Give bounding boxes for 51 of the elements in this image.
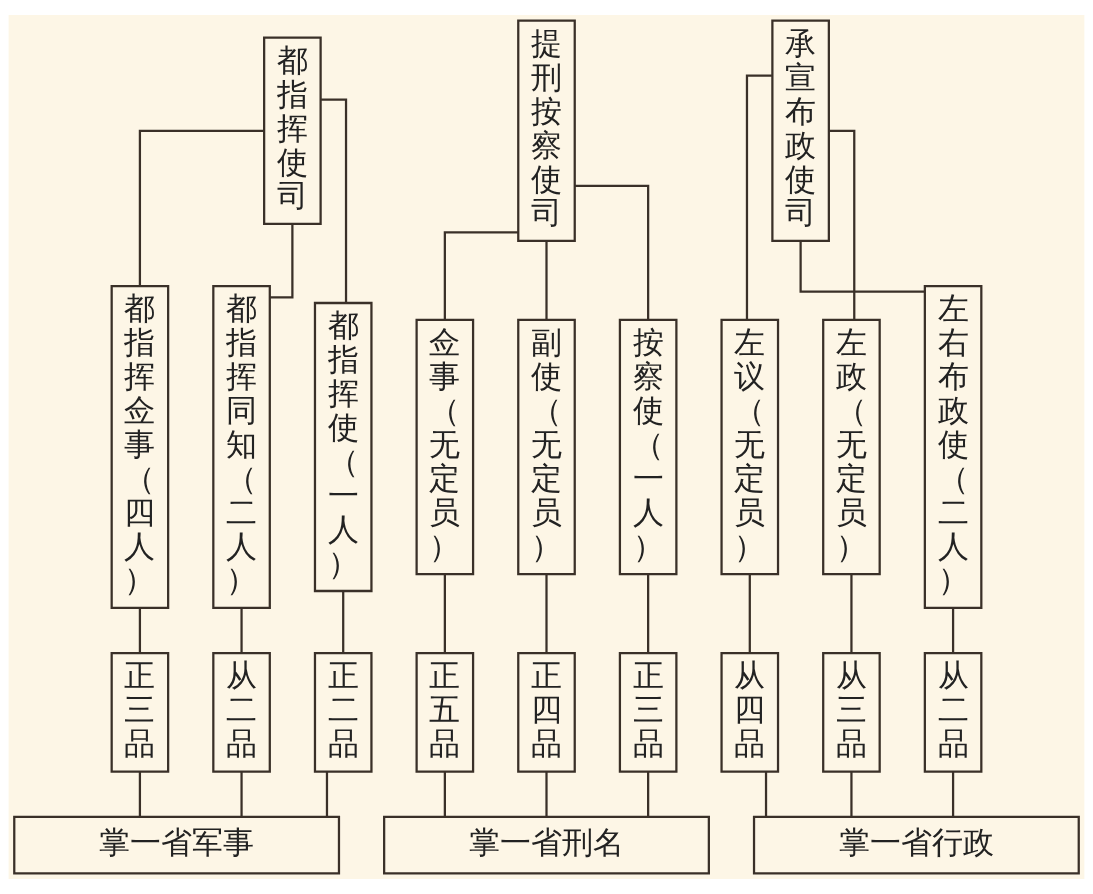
node-box: 正五品 [415, 652, 475, 773]
connector [850, 574, 853, 653]
node-box: 都指挥使（一人） [313, 301, 373, 593]
connector [545, 574, 548, 653]
connector [321, 98, 348, 303]
node-box: 正四品 [517, 652, 576, 773]
node-box: 按察使（一人） [618, 318, 678, 576]
node-box: 掌一省军事 [13, 815, 341, 875]
connector [850, 771, 853, 817]
connector [138, 129, 265, 286]
connector [342, 591, 345, 653]
connector [240, 771, 243, 817]
connector [829, 129, 856, 320]
node-box: 左政（无定员） [822, 318, 881, 576]
node-box: 都指挥同知（二人） [212, 284, 271, 610]
connector [325, 771, 329, 817]
connector [647, 574, 650, 653]
node-box: 从三品 [822, 652, 881, 773]
connector [545, 240, 548, 320]
connector [138, 608, 142, 653]
connector [545, 771, 548, 817]
connector [240, 608, 243, 653]
node-box: 正三品 [618, 652, 678, 773]
connector [443, 574, 446, 653]
connector [764, 771, 768, 817]
node-box: 承宣布政使司 [771, 19, 830, 242]
connector [951, 771, 955, 817]
node-box: 正二品 [313, 652, 373, 773]
node-box: 掌一省刑名 [383, 815, 710, 875]
node-box: 提刑按察使司 [517, 19, 576, 242]
node-box: 正三品 [110, 652, 170, 773]
connector [443, 231, 519, 320]
node-box: 掌一省行政 [752, 815, 1080, 875]
connector [951, 608, 955, 653]
connector [745, 74, 772, 320]
node-box: 从四品 [720, 652, 780, 773]
connector [574, 184, 650, 320]
node-box: 副使（无定员） [517, 318, 576, 576]
connector [138, 771, 142, 817]
node-box: 都指挥佥事（四人） [110, 284, 170, 610]
node-box: 从二品 [212, 652, 271, 773]
node-box: 左议（无定员） [720, 318, 780, 576]
connector [799, 241, 925, 293]
node-box: 都指挥使司 [263, 36, 322, 226]
node-box: 从二品 [923, 652, 983, 773]
connector [269, 224, 294, 299]
connector [443, 771, 446, 817]
connector [748, 574, 751, 653]
node-box: 佥事（无定员） [415, 318, 475, 576]
connector [647, 771, 650, 817]
node-box: 左右布政使（二人） [923, 284, 983, 610]
